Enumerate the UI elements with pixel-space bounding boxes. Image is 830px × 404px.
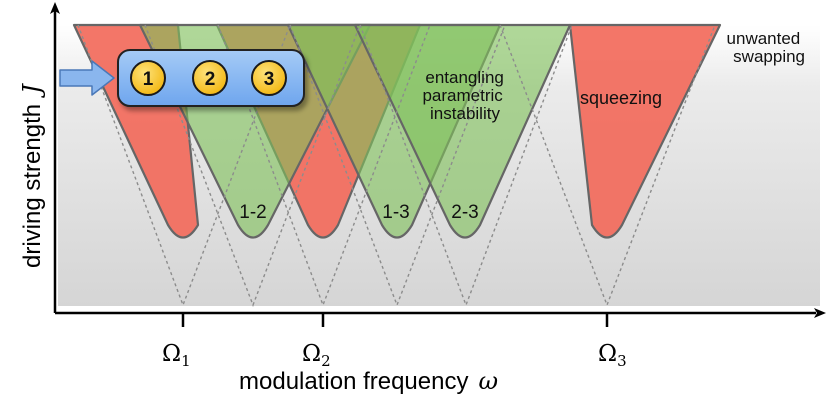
entangling-tongue-23: [353, 23, 572, 239]
pair-label-12: 1-2: [239, 202, 266, 223]
pair-label-23: 2-3: [451, 202, 478, 223]
squeezing-label: squeezing: [580, 88, 662, 108]
mode-node-3-label: 3: [264, 69, 275, 90]
squeezing-tongue-3: [568, 23, 722, 239]
pair-label-13: 1-3: [382, 202, 409, 223]
entangling-label: entangling parametric instability: [422, 68, 508, 123]
tick-label-omega1: Ω1: [162, 341, 191, 370]
tick-label-omega2: Ω2: [302, 341, 331, 370]
x-axis-arrowhead: [814, 308, 826, 318]
mode-node-1: 1: [130, 60, 166, 96]
mode-node-2: 2: [192, 60, 228, 96]
arrow-icon: [59, 60, 115, 96]
y-axis-label: driving strengthJ: [18, 83, 46, 268]
chain-nodes: 1 2 3: [130, 60, 287, 96]
y-axis-arrowhead: [50, 2, 60, 14]
unwanted-swapping-label: unwanted swapping: [727, 29, 805, 66]
resonance-lines: [77, 24, 716, 307]
tick-label-omega3: Ω3: [598, 341, 627, 370]
mode-node-3: 3: [251, 60, 287, 96]
mode-node-2-label: 2: [205, 69, 216, 90]
mode-node-1-label: 1: [143, 69, 154, 90]
